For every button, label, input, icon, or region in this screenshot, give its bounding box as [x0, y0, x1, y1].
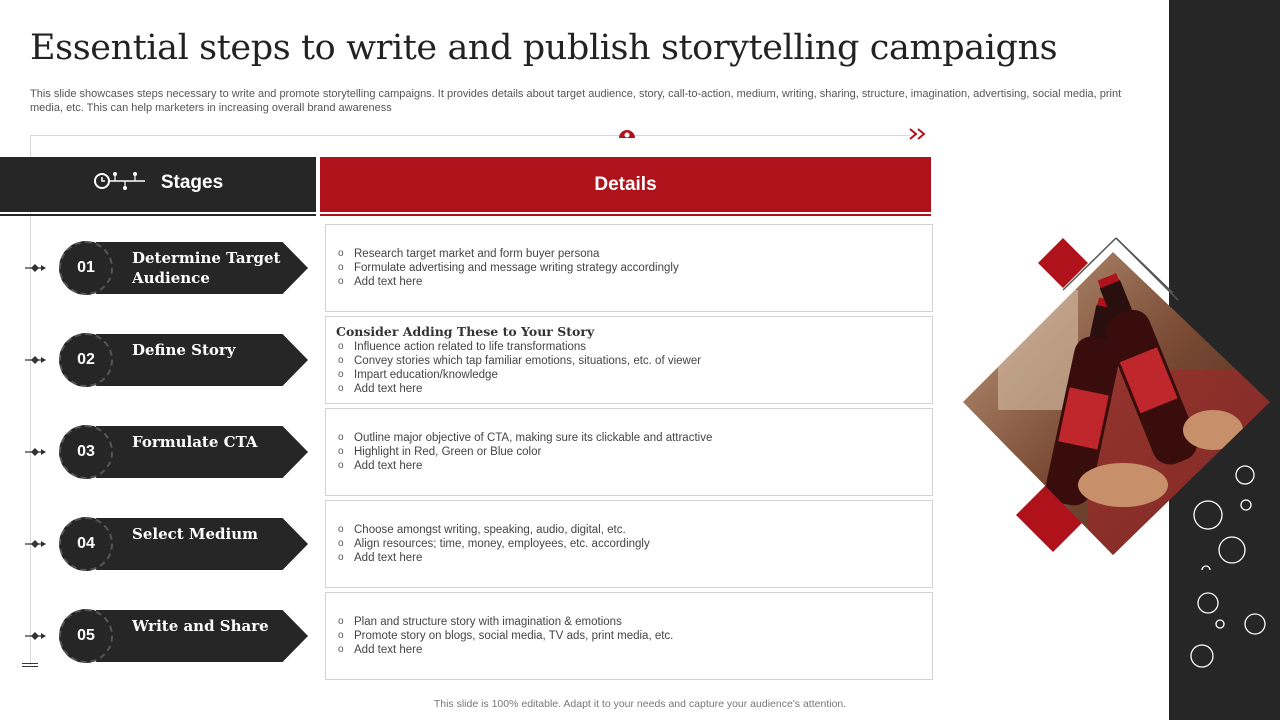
stage-number-badge: 02 — [59, 333, 113, 387]
stage-number-badge: 03 — [59, 425, 113, 479]
stage-number-badge: 05 — [59, 609, 113, 663]
bullet-item: Choose amongst writing, speaking, audio,… — [336, 523, 922, 537]
slide-subtitle: This slide showcases steps necessary to … — [30, 88, 1122, 114]
process-steps-icon — [93, 169, 147, 198]
stage-number-badge: 01 — [59, 241, 113, 295]
stage-label: Determine Target Audience — [132, 249, 281, 287]
detail-box: Outline major objective of CTA, making s… — [325, 408, 933, 496]
detail-box: Research target market and form buyer pe… — [325, 224, 933, 312]
arrow-icon — [25, 264, 46, 272]
stage-label: Select Medium — [132, 525, 259, 543]
slide-title: Essential steps to write and publish sto… — [30, 28, 1058, 68]
bullet-item: Plan and structure story with imaginatio… — [336, 615, 922, 629]
bullet-item: Add text here — [336, 275, 922, 289]
detail-bullets: Research target market and form buyer pe… — [336, 247, 922, 290]
stage-number: 05 — [77, 627, 95, 644]
stage-label: Define Story — [132, 341, 236, 359]
arrow-icon — [25, 540, 46, 548]
bullet-item: Promote story on blogs, social media, TV… — [336, 629, 922, 643]
arrow-icon — [25, 448, 46, 456]
detail-bullets: Choose amongst writing, speaking, audio,… — [336, 523, 922, 566]
arrow-icon — [25, 356, 46, 364]
detail-box: Consider Adding These to Your Story Infl… — [325, 316, 933, 404]
stage-band — [96, 518, 308, 570]
detail-box: Plan and structure story with imaginatio… — [325, 592, 933, 680]
bullet-item: Convey stories which tap familiar emotio… — [336, 354, 922, 368]
stage-band — [96, 334, 308, 386]
stage-band — [96, 426, 308, 478]
details-header: Details — [320, 157, 931, 216]
detail-box: Choose amongst writing, speaking, audio,… — [325, 500, 933, 588]
target-dot-icon — [618, 126, 636, 145]
stage-number: 02 — [77, 351, 95, 368]
detail-bullets: Influence action related to life transfo… — [336, 340, 922, 397]
timeline-left-line — [30, 135, 31, 665]
detail-bullets: Plan and structure story with imaginatio… — [336, 615, 922, 658]
bullet-item: Add text here — [336, 643, 922, 657]
bullet-item: Formulate advertising and message writin… — [336, 261, 922, 275]
footer-note: This slide is 100% editable. Adapt it to… — [433, 698, 847, 710]
bottles-photo — [958, 230, 1278, 575]
stage-row: 03 Formulate CTA Outline major objective… — [0, 408, 940, 496]
stage-number: 03 — [77, 443, 95, 460]
stage-row: 04 Select Medium Choose amongst writing,… — [0, 500, 940, 588]
stage-row: 05 Write and Share Plan and structure st… — [0, 592, 940, 680]
arrow-icon — [25, 632, 46, 640]
bullet-item: Add text here — [336, 551, 922, 565]
bullet-item: Add text here — [336, 459, 922, 473]
bullet-item: Influence action related to life transfo… — [336, 340, 922, 354]
stage-row: 02 Define Story Consider Adding These to… — [0, 316, 940, 404]
timeline-top-line — [30, 135, 910, 136]
bullet-item: Research target market and form buyer pe… — [336, 247, 922, 261]
bullet-item: Impart education/knowledge — [336, 368, 922, 382]
stage-row: 01 Determine Target Audience Research ta… — [0, 224, 940, 312]
stage-label: Write and Share — [132, 617, 269, 635]
stage-band — [96, 242, 308, 294]
stage-label: Formulate CTA — [132, 433, 258, 451]
stage-number: 04 — [77, 535, 95, 552]
details-header-label: Details — [594, 173, 657, 195]
detail-bullets: Outline major objective of CTA, making s… — [336, 431, 922, 474]
bullet-item: Highlight in Red, Green or Blue color — [336, 445, 922, 459]
bubbles-decoration — [1190, 592, 1266, 668]
stage-number-badge: 04 — [59, 517, 113, 571]
stages-header: Stages — [0, 157, 316, 216]
timeline-end-mark — [22, 663, 38, 667]
stage-band — [96, 610, 308, 662]
bullet-item: Align resources; time, money, employees,… — [336, 537, 922, 551]
double-chevron-right-icon — [908, 126, 928, 147]
stages-header-label: Stages — [160, 172, 224, 193]
bullet-item: Outline major objective of CTA, making s… — [336, 431, 922, 445]
detail-heading: Consider Adding These to Your Story — [336, 323, 595, 339]
bullet-item: Add text here — [336, 382, 922, 396]
stage-number: 01 — [77, 259, 95, 276]
